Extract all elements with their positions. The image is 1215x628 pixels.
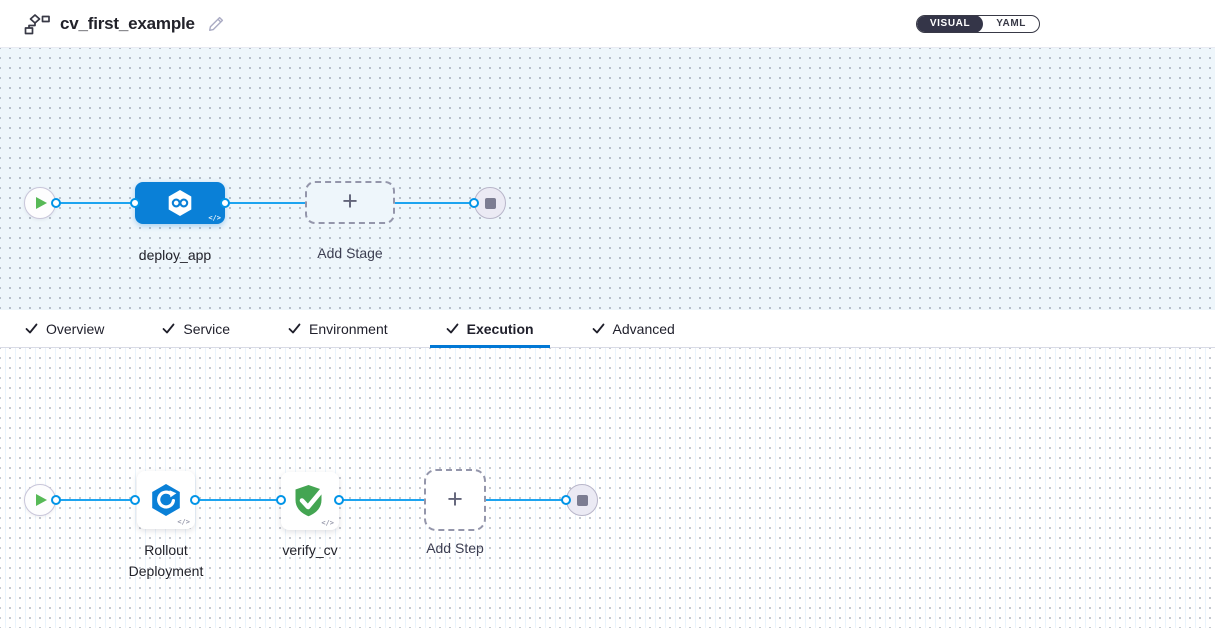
pipeline-icon bbox=[24, 13, 50, 34]
pipeline-end-node[interactable] bbox=[474, 187, 506, 219]
tab-label: Service bbox=[183, 320, 231, 337]
check-icon bbox=[25, 323, 38, 334]
step-code-badge: </> bbox=[177, 518, 190, 526]
tab-label: Execution bbox=[466, 320, 534, 337]
check-icon bbox=[162, 323, 175, 334]
tab-label: Environment bbox=[309, 320, 388, 337]
port[interactable] bbox=[561, 495, 571, 505]
stage-canvas[interactable]: </> deploy_app + Add Stage bbox=[0, 48, 1215, 310]
stage-code-badge: </> bbox=[208, 214, 221, 222]
add-stage-label: Add Stage bbox=[317, 245, 383, 261]
stop-icon bbox=[576, 494, 588, 506]
add-step-button[interactable]: + bbox=[424, 469, 486, 531]
check-icon bbox=[446, 323, 459, 334]
stop-icon bbox=[484, 197, 496, 209]
port[interactable] bbox=[51, 495, 61, 505]
execution-end-node[interactable] bbox=[566, 484, 598, 516]
port[interactable] bbox=[130, 495, 140, 505]
stage-label: deploy_app bbox=[138, 247, 212, 263]
port[interactable] bbox=[51, 198, 61, 208]
step-code-badge: </> bbox=[321, 519, 334, 527]
execution-canvas[interactable]: </> Rollout Deployment </> verify_cv + A… bbox=[0, 348, 1215, 628]
step-node-rollout-deployment[interactable]: </> bbox=[137, 471, 195, 529]
play-icon bbox=[36, 494, 47, 506]
view-mode-toggle: VISUAL YAML bbox=[915, 14, 1040, 33]
check-icon bbox=[592, 323, 604, 334]
tab-label: Overview bbox=[46, 320, 105, 337]
stage-connector-line bbox=[56, 202, 474, 204]
edit-pencil-icon[interactable] bbox=[207, 15, 225, 33]
add-step-label: Add Step bbox=[426, 540, 484, 556]
step-node-verify-cv[interactable]: </> bbox=[281, 472, 339, 530]
pipeline-start-node[interactable] bbox=[24, 187, 56, 219]
port[interactable] bbox=[334, 495, 344, 505]
tab-environment[interactable]: Environment bbox=[272, 310, 404, 347]
verify-shield-icon bbox=[295, 485, 326, 517]
add-stage-button[interactable]: + bbox=[305, 181, 395, 224]
stage-node-deploy-app[interactable]: </> bbox=[135, 182, 225, 224]
stage-config-tabs: Overview Service Environment Execution A… bbox=[0, 310, 1215, 348]
cd-hexagon-infinity-icon bbox=[168, 190, 192, 216]
plus-icon: + bbox=[342, 186, 358, 216]
plus-icon: + bbox=[447, 483, 463, 514]
tab-overview[interactable]: Overview bbox=[9, 310, 120, 347]
port[interactable] bbox=[190, 495, 200, 505]
toggle-visual[interactable]: VISUAL bbox=[916, 15, 984, 32]
step-label-verify-cv: verify_cv bbox=[282, 542, 338, 558]
tab-execution[interactable]: Execution bbox=[429, 310, 550, 348]
port[interactable] bbox=[469, 198, 479, 208]
header: cv_first_example VISUAL YAML bbox=[0, 0, 1215, 48]
tab-label: Advanced bbox=[612, 320, 675, 337]
execution-start-node[interactable] bbox=[24, 484, 56, 516]
tab-service[interactable]: Service bbox=[146, 310, 246, 347]
play-icon bbox=[36, 197, 47, 209]
page-title: cv_first_example bbox=[60, 13, 195, 33]
rollout-deployment-icon bbox=[152, 484, 180, 516]
step-label-rollout: Rollout Deployment bbox=[128, 542, 204, 579]
tab-advanced[interactable]: Advanced bbox=[576, 310, 691, 347]
port[interactable] bbox=[220, 198, 230, 208]
port[interactable] bbox=[276, 495, 286, 505]
port[interactable] bbox=[130, 198, 140, 208]
check-icon bbox=[288, 323, 301, 334]
toggle-yaml[interactable]: YAML bbox=[996, 17, 1026, 29]
